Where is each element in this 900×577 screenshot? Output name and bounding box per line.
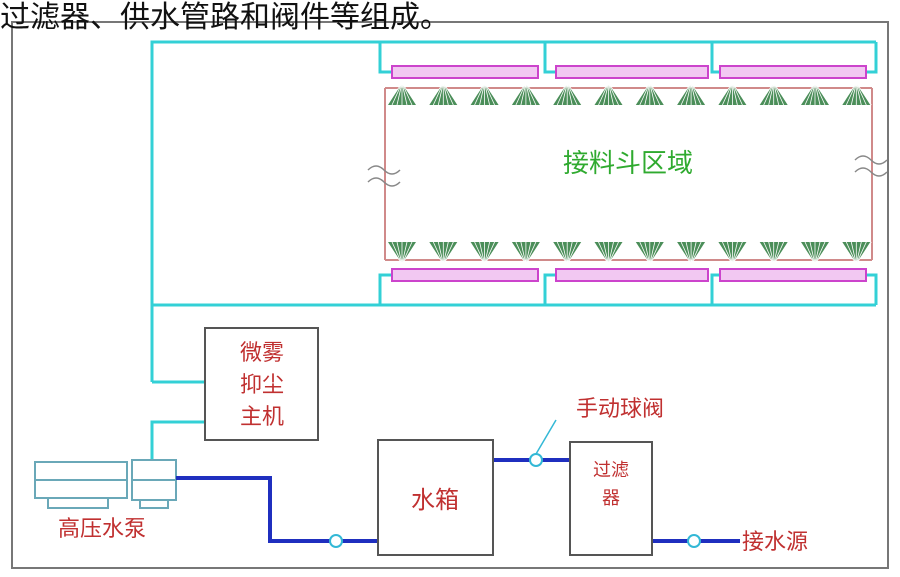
spray-nozzle-top-6	[634, 82, 666, 106]
nozzle-row-top	[386, 82, 872, 106]
spray-nozzle-bottom-0	[386, 241, 418, 265]
spray-nozzle-top-0	[386, 82, 418, 106]
manual-valve-leader	[535, 419, 557, 455]
receiving-area-box	[367, 87, 888, 261]
host-unit-box	[204, 327, 319, 441]
spray-nozzle-top-7	[675, 82, 707, 106]
filter-box	[569, 441, 653, 556]
spray-nozzle-top-5	[593, 82, 624, 106]
filter-label-line2: 器	[602, 488, 620, 509]
spray-nozzle-top-9	[758, 82, 790, 106]
hp-pump-label: 高压水泵	[58, 517, 146, 542]
water-tank-box	[377, 439, 494, 556]
spray-nozzle-bottom-8	[717, 241, 748, 265]
high-pressure-pump	[34, 459, 177, 509]
spray-nozzle-bottom-4	[551, 241, 583, 265]
water-tank-label: 水箱	[411, 486, 459, 514]
spray-nozzle-bottom-1	[427, 241, 459, 265]
outer-frame	[11, 21, 889, 569]
spray-nozzle-bottom-5	[593, 241, 624, 265]
spray-nozzle-top-8	[717, 82, 748, 106]
spray-nozzle-bottom-10	[799, 241, 831, 265]
ball-valves	[329, 453, 701, 548]
manual-valve-label: 手动球阀	[576, 397, 664, 422]
spray-nozzle-top-11	[840, 82, 872, 106]
host-label-line3: 主机	[240, 405, 284, 430]
spray-nozzle-bottom-6	[634, 241, 666, 265]
cyan-supply-pipes	[150, 40, 878, 462]
spray-nozzle-top-1	[427, 82, 459, 106]
nozzle-row-bottom	[386, 241, 872, 265]
spray-nozzle-top-3	[510, 82, 542, 106]
host-label-line2: 抑尘	[240, 373, 284, 398]
caption-text: 过滤器、供水管路和阀件等组成。	[0, 0, 450, 35]
spray-nozzle-top-4	[551, 82, 583, 106]
spray-nozzle-top-10	[799, 82, 831, 106]
water-source-label: 接水源	[742, 530, 808, 555]
spray-nozzle-top-2	[469, 82, 500, 106]
spray-nozzle-bottom-11	[840, 241, 872, 265]
host-label-line1: 微雾	[240, 341, 284, 366]
spray-nozzle-bottom-7	[675, 241, 707, 265]
spray-nozzle-bottom-2	[469, 241, 500, 265]
filter-label-line1: 过滤	[593, 460, 629, 481]
spray-nozzle-bottom-3	[510, 241, 542, 265]
manifolds	[391, 65, 867, 282]
spray-nozzle-bottom-9	[758, 241, 790, 265]
receiving-area-label: 接料斗区域	[563, 149, 693, 179]
